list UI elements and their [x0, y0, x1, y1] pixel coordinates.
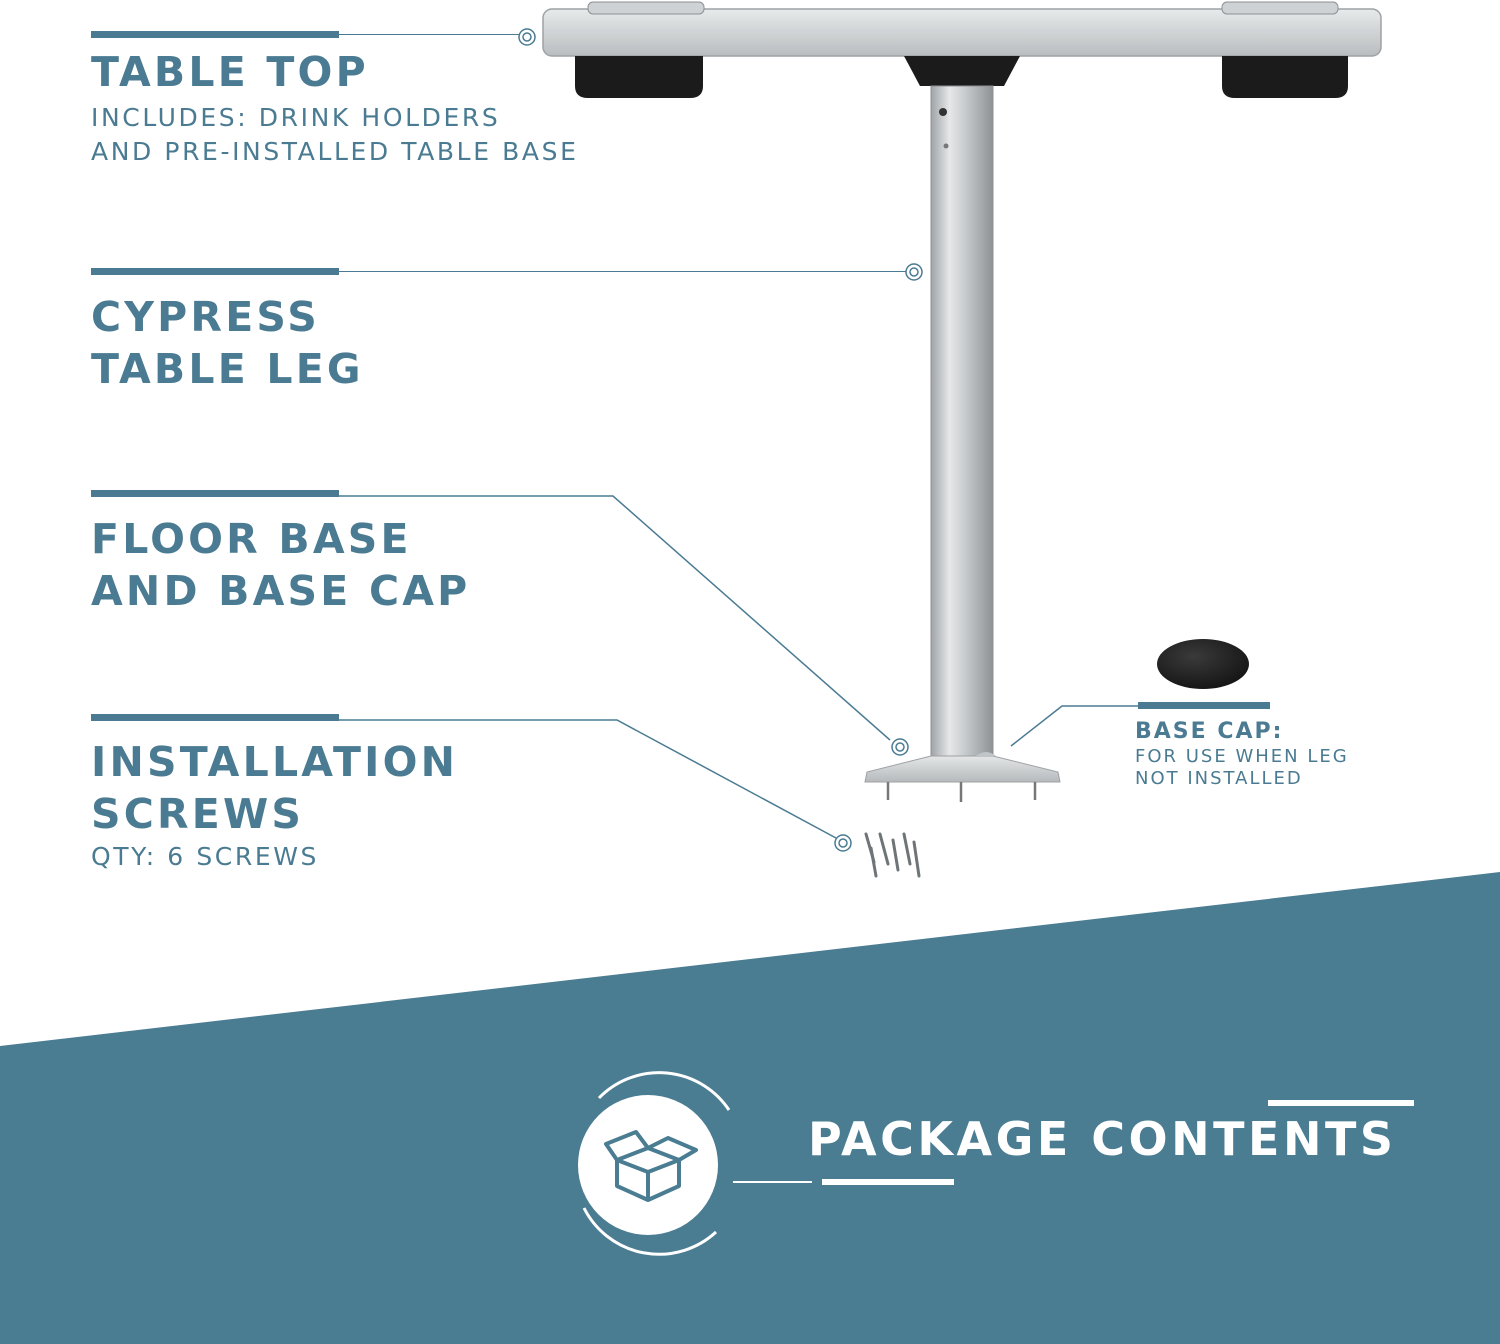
screws-qty: QTY: 6 SCREWS	[91, 842, 320, 871]
base-cap-bar	[1138, 702, 1270, 709]
table-leg-title-line1: CYPRESS	[91, 293, 321, 341]
floor-base-title-line2: AND BASE CAP	[91, 567, 471, 615]
table-leg-bar	[91, 268, 339, 275]
base-cap-sub-line1: FOR USE WHEN LEG	[1135, 746, 1349, 767]
leader-lines	[338, 495, 1140, 839]
footer-band	[0, 872, 1500, 1344]
table-top-image	[542, 1, 1382, 98]
floor-base-title-line1: FLOOR BASE	[91, 515, 412, 563]
pointer-ring-icon	[518, 28, 536, 46]
pointer-ring-icon	[834, 834, 852, 852]
screws-bar	[91, 714, 339, 721]
table-top-includes: INCLUDES: DRINK HOLDERS	[91, 103, 501, 132]
table-leg-title-line2: TABLE LEG	[91, 345, 364, 393]
table-leg-image	[930, 85, 994, 759]
installation-screws-image	[864, 832, 921, 878]
open-box-icon	[604, 1130, 698, 1202]
package-contents-heading: PACKAGE CONTENTS	[808, 1112, 1397, 1166]
base-cap-sub-line2: NOT INSTALLED	[1135, 768, 1303, 789]
table-top-title: TABLE TOP	[91, 48, 369, 96]
table-top-leader	[338, 34, 519, 35]
screws-title-line2: SCREWS	[91, 790, 305, 838]
pointer-ring-icon	[905, 263, 923, 281]
package-badge	[578, 1071, 731, 1256]
screws-title-line1: INSTALLATION	[91, 738, 459, 786]
table-leg-leader	[338, 271, 906, 272]
table-top-bar	[91, 31, 339, 38]
table-top-base: AND PRE-INSTALLED TABLE BASE	[91, 137, 579, 166]
base-cap-image	[1157, 639, 1249, 689]
floor-base-bar	[91, 490, 339, 497]
base-cap-title: BASE CAP:	[1135, 719, 1284, 744]
pointer-ring-icon	[891, 738, 909, 756]
footer-rules	[733, 1100, 1414, 1185]
floor-base-image	[864, 752, 1061, 802]
